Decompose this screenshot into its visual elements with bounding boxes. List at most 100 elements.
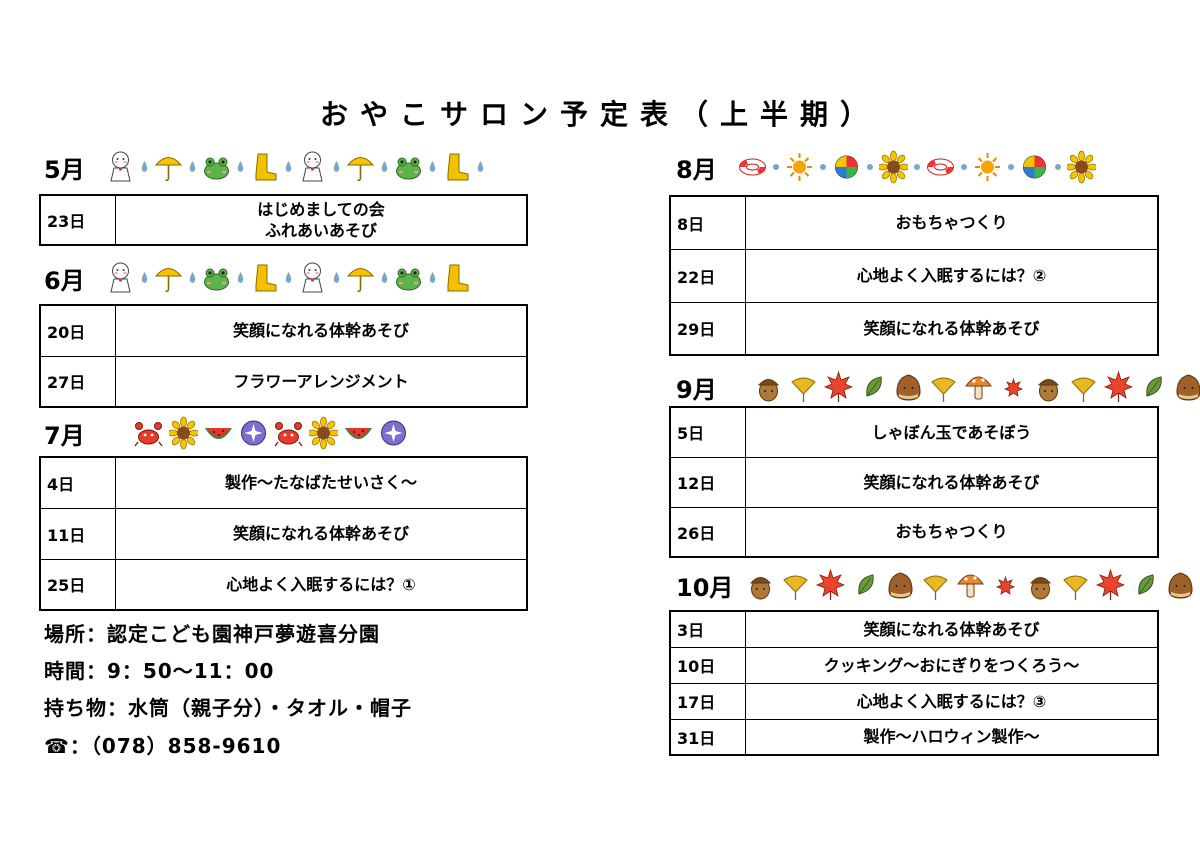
- day-cell: 22日: [669, 248, 746, 303]
- leaf-icon: [1139, 370, 1168, 404]
- month-header-october: 10月: [676, 568, 1200, 602]
- schedule-table-may: 23日はじめましての会ふれあいあそび: [39, 194, 528, 246]
- day-cell: 25日: [39, 558, 116, 611]
- month-header-may: 5月: [44, 150, 490, 184]
- rain-drop-icon: [285, 272, 292, 284]
- frog-icon: [202, 150, 231, 184]
- rain-boot-icon: [442, 150, 471, 184]
- day-cell: 5日: [669, 406, 746, 458]
- month-header-june: 6月: [44, 261, 477, 295]
- ginkgo-leaf-icon: [929, 370, 958, 404]
- decoration-row: [738, 150, 1102, 184]
- day-cell: 29日: [669, 301, 746, 356]
- event-text: 笑顔になれる体幹あそび: [863, 472, 1040, 492]
- teru-teru-bozu-icon: [106, 150, 135, 184]
- acorn-icon: [1026, 568, 1055, 602]
- morning-glory-icon: [379, 416, 408, 450]
- chestnut-icon: [886, 568, 915, 602]
- event-cell: 笑顔になれる体幹あそび: [115, 507, 528, 560]
- frog-icon: [394, 261, 423, 295]
- dot-icon: [867, 164, 873, 170]
- event-text: おもちゃつくり: [895, 213, 1008, 233]
- chestnut-icon: [1174, 370, 1200, 404]
- ginkgo-leaf-icon: [1061, 568, 1090, 602]
- month-label: 6月: [44, 266, 85, 295]
- teru-teru-bozu-icon: [298, 150, 327, 184]
- ginkgo-leaf-icon: [781, 568, 810, 602]
- day-cell: 3日: [669, 610, 746, 648]
- rain-drop-icon: [429, 161, 436, 173]
- sunflower-icon: [879, 150, 908, 184]
- month-label: 7月: [44, 421, 85, 450]
- event-cell: 心地よく入眠するには？③: [745, 682, 1159, 720]
- page-title: おやこサロン予定表（上半期）: [319, 98, 880, 131]
- sun-icon: [785, 150, 814, 184]
- table-row: 5日しゃぼん玉であそぼう: [669, 406, 1159, 458]
- table-row: 23日はじめましての会ふれあいあそび: [39, 194, 528, 246]
- place-info: 場所：認定こども園神戸夢遊喜分園: [44, 622, 380, 646]
- day-cell: 20日: [39, 304, 116, 357]
- event-text: 心地よく入眠するには？③: [856, 691, 1047, 711]
- rain-drop-icon: [477, 161, 484, 173]
- event-cell: 心地よく入眠するには？①: [115, 558, 528, 611]
- decoration-row: [134, 416, 414, 450]
- mushroom-icon: [956, 568, 985, 602]
- event-text: 笑顔になれる体幹あそび: [863, 318, 1040, 338]
- umbrella-icon: [154, 261, 183, 295]
- teru-teru-bozu-icon: [298, 261, 327, 295]
- frog-icon: [394, 150, 423, 184]
- month-header-september: 9月: [676, 370, 1200, 404]
- event-text: 笑顔になれる体幹あそび: [863, 619, 1040, 639]
- day-cell: 27日: [39, 355, 116, 408]
- maple-leaf-small-icon: [999, 370, 1028, 404]
- dot-icon: [773, 164, 779, 170]
- table-row: 17日心地よく入眠するには？③: [669, 682, 1159, 720]
- acorn-icon: [1034, 370, 1063, 404]
- rain-drop-icon: [237, 272, 244, 284]
- phone-info: ☎：（078）858-9610: [44, 734, 282, 758]
- beach-ball-icon: [832, 150, 861, 184]
- day-cell: 12日: [669, 456, 746, 508]
- decoration-row: [746, 568, 1200, 602]
- table-row: 22日心地よく入眠するには？②: [669, 248, 1159, 303]
- decoration-row: [106, 150, 490, 184]
- rain-drop-icon: [141, 161, 148, 173]
- teru-teru-bozu-icon: [106, 261, 135, 295]
- month-label: 5月: [44, 155, 85, 184]
- mushroom-icon: [964, 370, 993, 404]
- watermelon-icon: [344, 416, 373, 450]
- rain-boot-icon: [250, 150, 279, 184]
- table-row: 20日笑顔になれる体幹あそび: [39, 304, 528, 357]
- maple-leaf-small-icon: [991, 568, 1020, 602]
- acorn-icon: [746, 568, 775, 602]
- table-row: 3日 笑顔になれる体幹あそび: [669, 610, 1159, 648]
- rain-boot-icon: [442, 261, 471, 295]
- rain-drop-icon: [429, 272, 436, 284]
- event-cell: 製作～たなばたせいさく～: [115, 456, 528, 509]
- items-info: 持ち物：水筒（親子分）・タオル・帽子: [44, 696, 412, 720]
- umbrella-icon: [346, 150, 375, 184]
- leaf-icon: [1131, 568, 1160, 602]
- day-cell: 4日: [39, 456, 116, 509]
- swim-ring-icon: [926, 150, 955, 184]
- maple-leaf-icon: [816, 568, 845, 602]
- table-row: 31日製作～ハロウィン製作～: [669, 718, 1159, 756]
- sunflower-icon: [309, 416, 338, 450]
- table-row: 26日おもちゃつくり: [669, 506, 1159, 558]
- rain-drop-icon: [189, 161, 196, 173]
- chestnut-icon: [894, 370, 923, 404]
- acorn-icon: [754, 370, 783, 404]
- day-cell: 10日: [669, 646, 746, 684]
- table-row: 11日笑顔になれる体幹あそび: [39, 507, 528, 560]
- maple-leaf-icon: [824, 370, 853, 404]
- dot-icon: [1055, 164, 1061, 170]
- month-header-july: 7月: [44, 416, 414, 450]
- rain-drop-icon: [381, 272, 388, 284]
- event-cell: おもちゃつくり: [745, 195, 1159, 250]
- rain-drop-icon: [333, 272, 340, 284]
- ginkgo-leaf-icon: [789, 370, 818, 404]
- maple-leaf-icon: [1096, 568, 1125, 602]
